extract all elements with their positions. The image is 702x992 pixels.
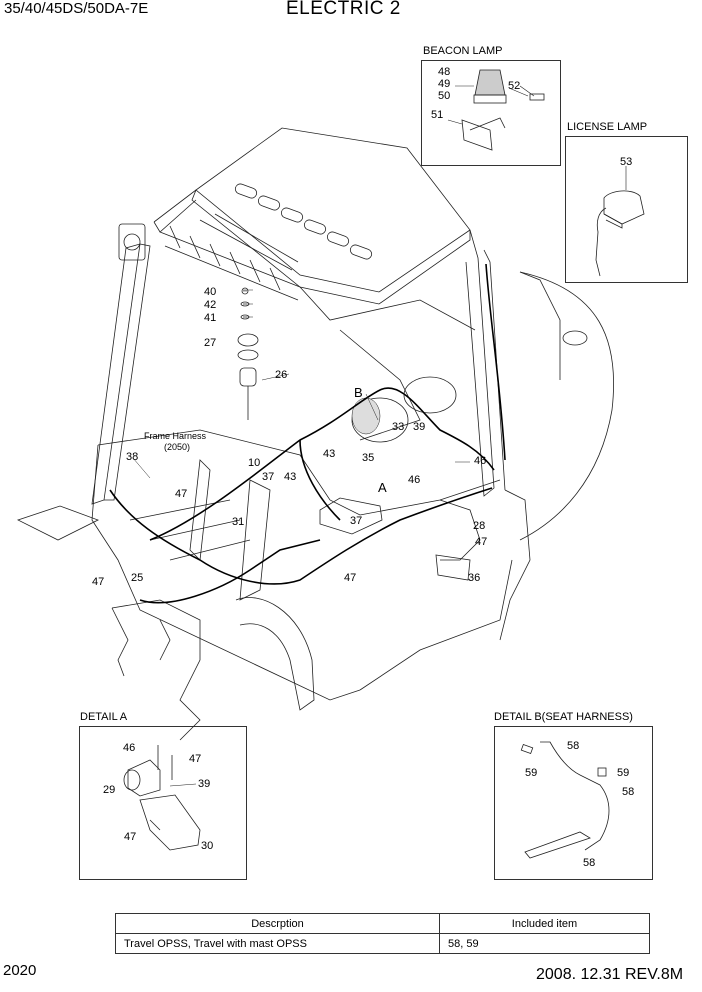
detail-b-label: DETAIL B(SEAT HARNESS) [494, 711, 633, 723]
table-header-row: Descrption Included item [115, 913, 650, 934]
callout-47: 47 [92, 576, 104, 588]
leader-lines [132, 289, 470, 479]
callout-47: 47 [175, 488, 187, 500]
callout-43: 43 [284, 471, 296, 483]
callout-47: 47 [344, 572, 356, 584]
table-cell-included: 58, 59 [439, 933, 650, 954]
callout-36: 36 [468, 572, 480, 584]
callout-41: 41 [204, 312, 216, 324]
callout-37: 37 [350, 515, 362, 527]
included-items-table: Descrption Included item Travel OPSS, Tr… [115, 913, 650, 954]
part-callouts: 48 49 50 52 51 53 40 42 41 27 26 38 10 3… [92, 66, 634, 869]
callout-33: 33 [392, 421, 404, 433]
detail-b-callout-59: 59 [525, 767, 537, 779]
detail-a-callout-30: 30 [201, 840, 213, 852]
callout-39: 39 [413, 421, 425, 433]
beacon-lamp-inset [421, 60, 561, 166]
table-header-description: Descrption [115, 913, 440, 934]
callout-46: 46 [474, 455, 486, 467]
callout-38: 38 [126, 451, 138, 463]
callout-26: 26 [275, 369, 287, 381]
callout-27: 27 [204, 337, 216, 349]
detail-a-callout-29: 29 [103, 784, 115, 796]
bracket-stack-art [237, 287, 259, 420]
detail-a-callout-46: 46 [123, 742, 135, 754]
page-number: 2020 [3, 962, 37, 979]
model-number: 35/40/45DS/50DA-7E [4, 0, 149, 17]
license-lamp-inset [565, 136, 688, 283]
detail-a-label: DETAIL A [80, 711, 128, 723]
detail-a-inset [79, 726, 247, 880]
license-lamp-art [595, 166, 645, 277]
callout-40: 40 [204, 286, 216, 298]
table-cell-description: Travel OPSS, Travel with mast OPSS [115, 933, 440, 954]
table-row: Travel OPSS, Travel with mast OPSS 58, 5… [115, 933, 650, 954]
truck-body-outline [16, 127, 615, 741]
detail-b-inset [494, 726, 653, 880]
callout-43: 43 [323, 448, 335, 460]
callout-51: 51 [431, 109, 443, 121]
frame-harness-number: (2050) [164, 442, 190, 452]
callout-50: 50 [438, 90, 450, 102]
license-lamp-label: LICENSE LAMP [567, 121, 648, 133]
detail-a-marker: A [378, 480, 387, 495]
detail-b-callout-59: 59 [617, 767, 629, 779]
callout-28: 28 [473, 520, 485, 532]
table-header-included: Included item [439, 913, 650, 934]
detail-b-callout-58: 58 [622, 786, 634, 798]
beacon-lamp-art [447, 69, 545, 151]
callout-52: 52 [508, 80, 520, 92]
callout-48: 48 [438, 66, 450, 78]
callout-46: 46 [408, 474, 420, 486]
callout-53: 53 [620, 156, 632, 168]
callout-47: 47 [475, 536, 487, 548]
detail-b-callout-58: 58 [567, 740, 579, 752]
detail-a-callout-39: 39 [198, 778, 210, 790]
detail-a-callout-47: 47 [124, 831, 136, 843]
callout-10: 10 [248, 457, 260, 469]
detail-a-callout-47: 47 [189, 753, 201, 765]
detail-b-art [520, 741, 610, 859]
revision-date: 2008. 12.31 REV.8M [536, 966, 684, 983]
detail-b-callout-58: 58 [583, 857, 595, 869]
callout-31: 31 [232, 516, 244, 528]
callout-49: 49 [438, 78, 450, 90]
frame-harness-label: Frame Harness [144, 431, 207, 441]
callout-35: 35 [362, 452, 374, 464]
callout-25: 25 [131, 572, 143, 584]
detail-b-marker: B [354, 385, 363, 400]
detail-a-art [123, 745, 201, 851]
callout-42: 42 [204, 299, 216, 311]
frame-harness-wire [109, 263, 506, 604]
page-title: ELECTRIC 2 [286, 0, 401, 19]
beacon-lamp-label: BEACON LAMP [423, 45, 503, 57]
callout-37: 37 [262, 471, 274, 483]
